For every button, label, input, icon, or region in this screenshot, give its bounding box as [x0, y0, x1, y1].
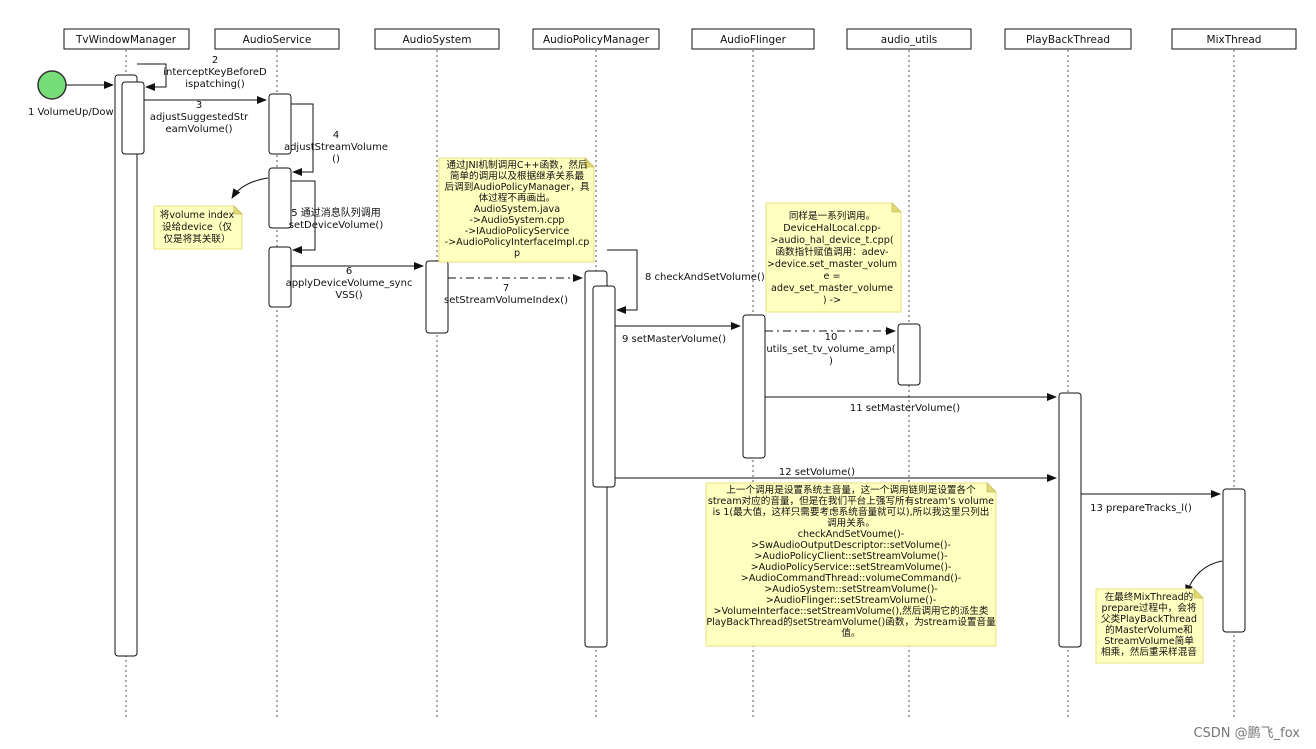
svg-text:DeviceHalLocal.cpp-: DeviceHalLocal.cpp-: [783, 223, 880, 234]
msg-5-line-2: setDeviceVolume(): [289, 220, 384, 231]
msg-4-line-1: adjustStreamVolume: [284, 142, 388, 153]
participant-audioflinger: AudioFlinger: [720, 34, 786, 46]
msg-7-num: 7: [503, 283, 509, 294]
participant-box-playbackthread: [1004, 28, 1132, 50]
msg-10-line-1: utils_set_tv_volume_amp(: [766, 344, 895, 355]
participant-box-audiopolicymanager: [532, 28, 660, 50]
msg-3-line-2: eamVolume(): [165, 124, 232, 135]
svg-text:仅是将其关联）: 仅是将其关联）: [163, 233, 230, 245]
participant-headers: TvWindowManager AudioService AudioSystem…: [63, 28, 1297, 50]
msg-2-num: 2: [212, 55, 218, 66]
svg-text:->AudioPolicyInterfaceImpl.cp: ->AudioPolicyInterfaceImpl.cp: [445, 237, 590, 248]
svg-text:上一个调用是设置系统主音量，这一个调用链则是设置各个: 上一个调用是设置系统主音量，这一个调用链则是设置各个: [726, 484, 976, 496]
msg-5-arrow: [291, 180, 316, 254]
svg-text:>audio_hal_device_t.cpp(: >audio_hal_device_t.cpp(: [770, 235, 893, 246]
participant-box-audioservice: [214, 28, 340, 50]
msg-2-arrow: [137, 63, 167, 91]
message-labels: 2 interceptKeyBeforeD ispatching() 3 adj…: [150, 55, 1192, 514]
svg-text:checkAndSetVoume()-: checkAndSetVoume()-: [798, 529, 905, 540]
participant-mixthread: MixThread: [1207, 34, 1262, 46]
msg-10-num: 10: [825, 332, 838, 343]
msg-4-arrow: [291, 103, 314, 176]
svg-text:简单的调用以及根据继承关系最: 简单的调用以及根据继承关系最: [450, 170, 585, 182]
svg-text:prepare过程中，会将: prepare过程中，会将: [1102, 602, 1197, 614]
actor-circle: [37, 70, 67, 100]
participant-audioservice: AudioService: [243, 34, 312, 46]
participant-audiosystem: AudioSystem: [403, 34, 472, 46]
svg-text:is 1(最大值，这样只需要考虑系统音量就可以),所以我这里: is 1(最大值，这样只需要考虑系统音量就可以),所以我这里只列出: [713, 506, 990, 518]
svg-text:值。: 值。: [841, 627, 860, 639]
svg-text:>AudioPolicyService::setStream: >AudioPolicyService::setStreamVolume()-: [751, 562, 952, 573]
svg-text:函数指针赋值调用：adev-: 函数指针赋值调用：adev-: [775, 246, 888, 258]
participant-playbackthread: PlayBackThread: [1026, 34, 1110, 46]
msg-2-line-1: interceptKeyBeforeD: [163, 67, 267, 78]
msg-2-line-2: ispatching(): [185, 79, 245, 90]
svg-text:>AudioPolicyClient::setStreamV: >AudioPolicyClient::setStreamVolume()-: [754, 551, 947, 562]
note-4: 上一个调用是设置系统主音量，这一个调用链则是设置各个 stream对应的音量，但…: [705, 482, 997, 647]
svg-text:StreamVolume简单: StreamVolume简单: [1104, 635, 1194, 647]
svg-text:) ->: ) ->: [823, 295, 841, 306]
msg-12-line-1: 12 setVolume(): [779, 467, 855, 478]
participant-box-tvwindowmanager: [63, 28, 190, 50]
svg-text:同样是一系列调用。: 同样是一系列调用。: [789, 210, 875, 222]
participant-box-audiosystem: [374, 28, 500, 50]
note-1: 将volume index 设给device（仅 仅是将其关联）: [153, 205, 243, 250]
svg-text:在最终MixThread的: 在最终MixThread的: [1105, 591, 1194, 603]
msg-3-num: 3: [196, 100, 202, 111]
svg-text:将volume index: 将volume index: [160, 210, 235, 221]
note-3: 同样是一系列调用。 DeviceHalLocal.cpp- >audio_hal…: [765, 202, 902, 313]
watermark: CSDN @鹏飞_fox: [1193, 726, 1300, 741]
svg-text:->IAudioPolicyService: ->IAudioPolicyService: [465, 226, 570, 237]
msg-8-arrow: [607, 249, 638, 314]
svg-text:>VolumeInterface::setStreamVol: >VolumeInterface::setStreamVolume(),然后调用…: [713, 605, 988, 617]
msg-5-line-1: 5 通过消息队列调用: [291, 206, 381, 219]
svg-text:>SwAudioOutputDescriptor::setV: >SwAudioOutputDescriptor::setVolume()-: [751, 540, 951, 551]
svg-text:>AudioCommandThread::volumeCom: >AudioCommandThread::volumeCommand()-: [741, 573, 961, 584]
svg-text:stream对应的音量，但是在我们平台上强写所有stream: stream对应的音量，但是在我们平台上强写所有stream's volume: [708, 495, 994, 507]
svg-text:>AudioSystem::setStreamVolume(: >AudioSystem::setStreamVolume()-: [764, 584, 938, 595]
svg-text:e =: e =: [824, 271, 841, 282]
participant-box-mixthread: [1171, 28, 1297, 50]
svg-text:设给device（仅: 设给device（仅: [162, 221, 232, 233]
svg-text:后调到AudioPolicyManager，具: 后调到AudioPolicyManager，具: [445, 181, 590, 193]
participant-audio-utils: audio_utils: [881, 34, 937, 46]
message-arrows: [137, 63, 1223, 595]
msg-11-line-1: 11 setMasterVolume(): [850, 403, 960, 414]
svg-text:p: p: [514, 248, 520, 259]
svg-text:的MasterVolume和: 的MasterVolume和: [1105, 624, 1193, 636]
svg-text:->AudioSystem.cpp: ->AudioSystem.cpp: [469, 215, 564, 226]
svg-text:>AudioFlinger::setStreamVolume: >AudioFlinger::setStreamVolume()-: [766, 595, 936, 606]
msg-10-line-2: ): [829, 356, 833, 367]
svg-text:体过程不再画出。: 体过程不再画出。: [479, 192, 556, 204]
note-2: 通过JNI机制调用C++函数，然后 简单的调用以及根据继承关系最 后调到Audi…: [438, 157, 595, 263]
participant-box-audioflinger: [691, 28, 815, 50]
msg-8-line-1: 8 checkAndSetVolume(): [645, 272, 765, 283]
svg-text:通过JNI机制调用C++函数，然后: 通过JNI机制调用C++函数，然后: [446, 159, 588, 171]
svg-text:AudioSystem.java: AudioSystem.java: [474, 204, 560, 215]
msg-6-num: 6: [346, 266, 352, 277]
svg-text:>device.set_master_volum: >device.set_master_volum: [767, 259, 897, 270]
msg-13-line-1: 13 prepareTracks_l(): [1090, 503, 1192, 514]
msg-7-line-1: setStreamVolumeIndex(): [444, 295, 568, 306]
msg-4-num: 4: [333, 130, 339, 141]
msg-4-line-2: (): [332, 154, 340, 165]
svg-text:调用关系。: 调用关系。: [827, 517, 875, 529]
svg-text:PlayBackThread的setStreamVolume: PlayBackThread的setStreamVolume()函数，为stre…: [706, 616, 996, 628]
note-1-connector: [231, 177, 269, 199]
participant-box-audio-utils: [846, 28, 972, 50]
activation-bars: [114, 74, 1246, 657]
msg-6-line-2: VSS(): [335, 290, 362, 301]
msg-9-line-1: 9 setMasterVolume(): [622, 334, 726, 345]
svg-text:父类PlayBackThread: 父类PlayBackThread: [1101, 613, 1197, 625]
svg-text:相乘，然后重采样混音: 相乘，然后重采样混音: [1101, 646, 1197, 658]
msg-6-line-1: applyDeviceVolume_sync: [286, 278, 413, 289]
participant-tvwindowmanager: TvWindowManager: [75, 34, 177, 46]
note-5: 在最终MixThread的 prepare过程中，会将 父类PlayBackTh…: [1095, 588, 1204, 664]
participant-audiopolicymanager: AudioPolicyManager: [543, 34, 650, 46]
actor-message-label: 1 VolumeUp/Down: [28, 107, 120, 118]
msg-3-line-1: adjustSuggestedStr: [150, 112, 249, 123]
svg-text:adev_set_master_volume: adev_set_master_volume: [771, 283, 893, 294]
